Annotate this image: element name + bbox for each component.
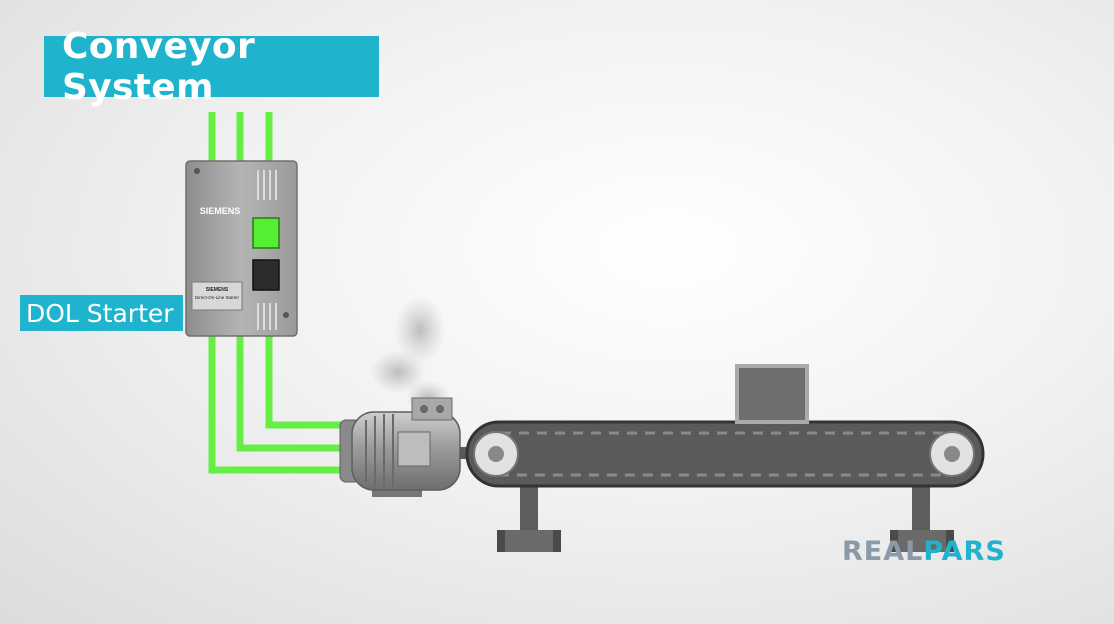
motor-icon bbox=[339, 397, 488, 497]
name-plate bbox=[191, 281, 243, 311]
vent-top bbox=[257, 170, 277, 200]
supply-wires bbox=[208, 112, 273, 162]
start-indicator[interactable] bbox=[252, 217, 280, 249]
title-banner: Conveyor System bbox=[44, 26, 379, 108]
starter-brand: SIEMENS bbox=[200, 206, 241, 216]
conveyor-belt bbox=[465, 420, 985, 488]
motor-wires bbox=[208, 336, 345, 474]
conveyor-leg-left bbox=[520, 482, 538, 534]
logo-part-pars: PARS bbox=[923, 536, 1006, 567]
realpars-logo: REALPARS bbox=[842, 536, 1006, 567]
plate-brand: SIEMENS bbox=[206, 287, 229, 293]
conveyor-leg-right bbox=[912, 482, 930, 534]
conveyor-icon bbox=[465, 420, 985, 552]
screw-icon bbox=[194, 168, 200, 174]
screw-icon bbox=[283, 312, 289, 318]
dol-starter-panel: SIEMENS SIEMENS Direct-On-Line Starter bbox=[185, 160, 298, 337]
plate-text: Direct-On-Line Starter bbox=[195, 295, 240, 300]
logo-part-real: REAL bbox=[842, 536, 924, 567]
stop-indicator[interactable] bbox=[252, 259, 280, 291]
vent-bottom bbox=[257, 303, 277, 330]
starter-label: DOL Starter bbox=[26, 298, 174, 328]
box-icon bbox=[735, 364, 809, 424]
starter-label-banner: DOL Starter bbox=[20, 295, 183, 331]
page-title: Conveyor System bbox=[62, 25, 256, 108]
